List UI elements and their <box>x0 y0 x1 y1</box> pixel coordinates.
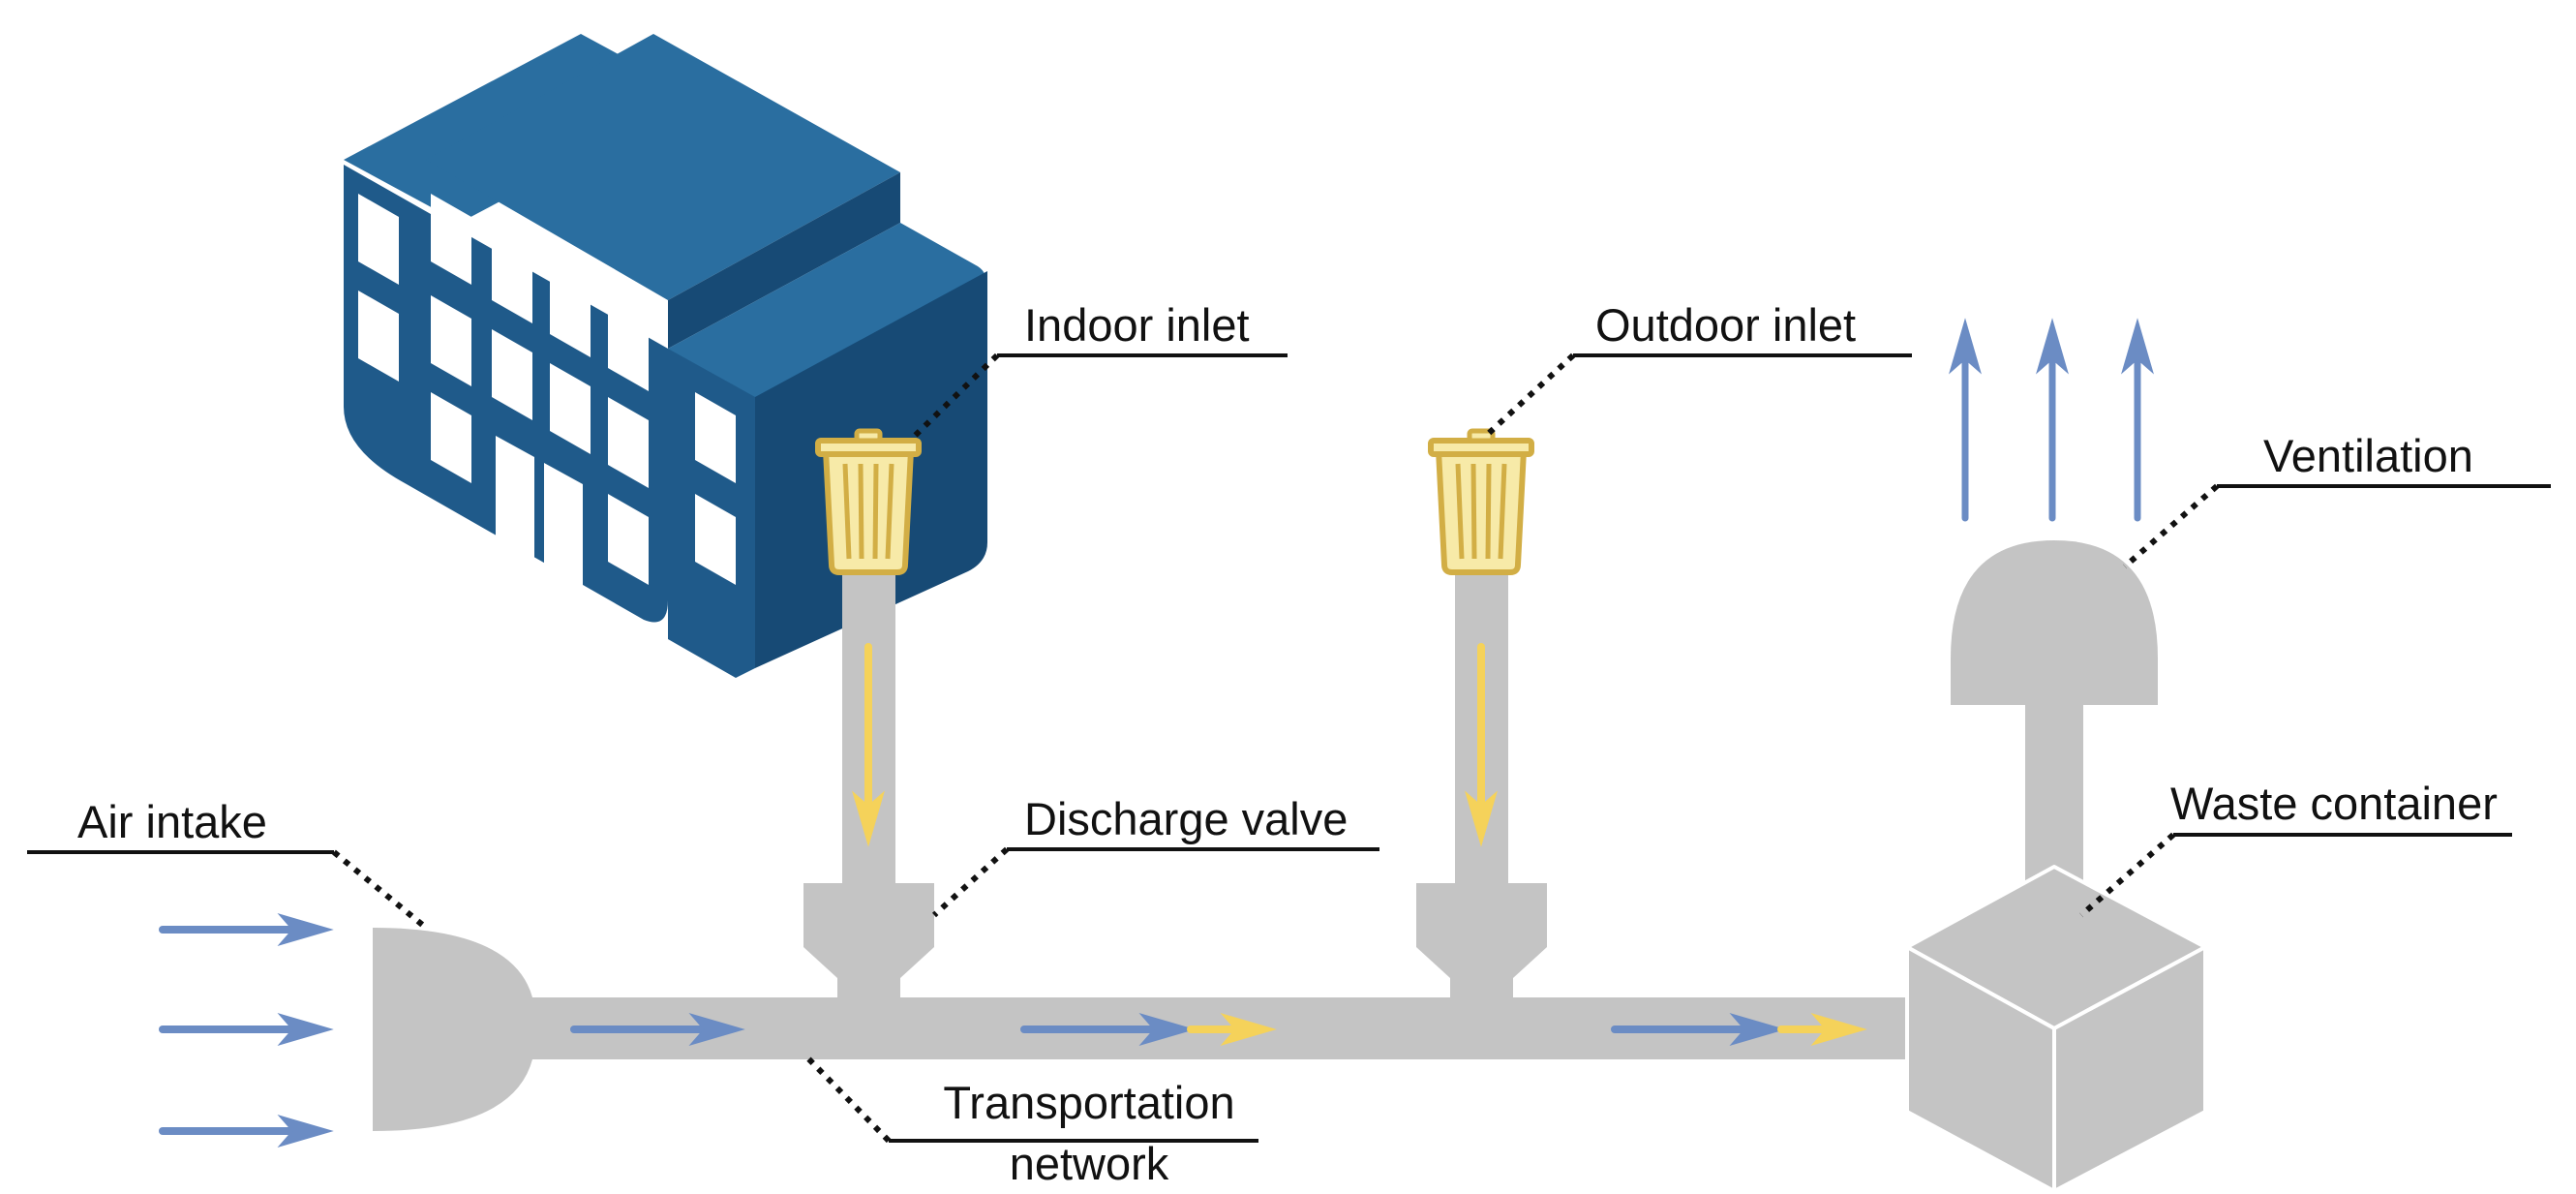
building-main-top <box>426 34 900 300</box>
air-intake-arrow-icon <box>163 914 332 945</box>
label-transportation-network-line2: network <box>1010 1138 1169 1189</box>
discharge-valve-outdoor <box>1416 883 1547 999</box>
label-ventilation: Ventilation <box>2263 430 2473 481</box>
building-main-top-edge <box>668 172 900 349</box>
outdoor-trash-bin-icon <box>1431 431 1531 572</box>
ventilation-pipe <box>2025 697 2083 891</box>
discharge-valve-indoor <box>803 883 934 999</box>
waste-container-cube <box>1905 865 2207 1193</box>
air-intake-arrow-icon <box>163 1116 332 1147</box>
label-transportation-network-line1: Transportation <box>943 1077 1234 1128</box>
label-outdoor-inlet: Outdoor inlet <box>1595 299 1856 351</box>
leader-lines <box>27 352 2551 1144</box>
building-right-top <box>668 223 985 412</box>
air-intake-arrow-icon <box>163 1014 332 1045</box>
ventilation-arrow-icon <box>2122 320 2153 518</box>
building-icon <box>344 34 987 678</box>
label-waste-container: Waste container <box>2170 778 2498 829</box>
ventilation-dome <box>1951 540 2158 705</box>
label-discharge-valve: Discharge valve <box>1024 793 1348 844</box>
waste-flow-arrows <box>853 647 1865 1045</box>
ventilation-arrow-icon <box>2037 320 2068 518</box>
air-intake-hood <box>373 928 532 1131</box>
indoor-trash-bin-icon <box>818 431 919 572</box>
building-door <box>496 436 583 589</box>
ventilation-arrow-icon <box>1950 320 1981 518</box>
label-air-intake: Air intake <box>77 796 267 847</box>
labels: Indoor inlet Outdoor inlet Ventilation A… <box>77 299 2498 1189</box>
label-indoor-inlet: Indoor inlet <box>1024 299 1250 351</box>
